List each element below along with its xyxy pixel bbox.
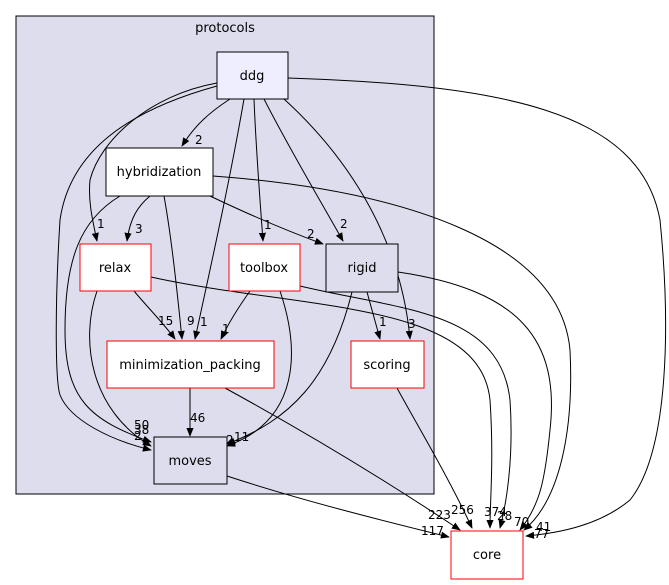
node-minimization-packing[interactable]: minimization_packing: [106, 340, 275, 389]
edge-label: 1: [200, 315, 208, 329]
edge-labels: 2 1 1 1 2 3 2 77 3 9 2 41 50 15 38 374 1…: [97, 133, 551, 541]
svg-text:toolbox: toolbox: [240, 261, 288, 276]
edge-label: 77: [534, 527, 549, 541]
edge-ddg-minpack: [193, 98, 245, 340]
node-scoring[interactable]: scoring: [350, 340, 425, 389]
edge-label: 2: [307, 227, 315, 241]
edges: [55, 77, 667, 539]
edge-label: 2: [195, 133, 203, 147]
edge-label: 11: [234, 430, 249, 444]
edge-rigid-moves: [226, 291, 353, 445]
edge-label: 374: [484, 505, 507, 519]
edge-hyb-moves: [64, 195, 152, 443]
edge-label: 41: [536, 520, 551, 534]
edge-label: 117: [421, 524, 444, 538]
node-relax[interactable]: relax: [79, 243, 152, 292]
node-hybridization[interactable]: hybridization: [105, 147, 214, 197]
svg-text:rigid: rigid: [347, 261, 376, 276]
edge-label: 2: [134, 429, 142, 443]
edge-label: 1: [222, 322, 230, 336]
edge-toolbox-minpack: [220, 290, 251, 340]
edge-label: 1: [97, 217, 105, 231]
svg-text:ddg: ddg: [240, 69, 265, 84]
edge-label: 9: [187, 314, 195, 328]
svg-text:relax: relax: [99, 261, 132, 276]
edge-label: 1: [264, 218, 272, 232]
edge-toolbox-core: [299, 285, 512, 529]
edge-label: 15: [158, 314, 173, 328]
edge-label: 1: [379, 315, 387, 329]
edge-relax-minpack: [133, 290, 176, 340]
edge-label: 223: [428, 508, 451, 522]
edge-hyb-minpack: [163, 195, 185, 340]
edge-label: 46: [190, 411, 205, 425]
edge-relax-moves: [89, 290, 152, 447]
svg-text:minimization_packing: minimization_packing: [119, 358, 261, 373]
node-moves[interactable]: moves: [153, 436, 228, 485]
node-core[interactable]: core: [450, 530, 524, 580]
edge-label: 28: [497, 509, 512, 523]
edge-label: 50: [134, 418, 149, 432]
edge-ddg-rigid: [263, 98, 344, 242]
edge-ddg-relax: [89, 82, 218, 242]
edge-hyb-relax: [124, 195, 151, 242]
edge-ddg-hybridization: [181, 98, 231, 147]
svg-text:scoring: scoring: [363, 358, 410, 373]
edge-label: 256: [451, 503, 474, 517]
edge-label: 70: [514, 515, 529, 529]
edge-minpack-core: [224, 387, 461, 531]
node-rigid[interactable]: rigid: [325, 243, 399, 293]
edge-ddg-moves: [55, 85, 218, 452]
edge-label: 3: [408, 317, 416, 331]
edge-hyb-core: [212, 175, 572, 531]
edge-rigid-scoring: [366, 291, 382, 340]
edge-hyb-rigid: [209, 195, 324, 245]
svg-text:core: core: [473, 548, 501, 563]
edge-relax-core: [150, 276, 494, 529]
edge-label: 2: [340, 217, 348, 231]
svg-text:moves: moves: [168, 454, 211, 469]
edge-ddg-core: [287, 77, 667, 539]
edge-rigid-core: [397, 271, 552, 531]
edge-moves-core: [226, 475, 450, 539]
edge-label: 2: [226, 433, 234, 447]
cluster-label: protocols: [195, 21, 255, 36]
node-toolbox[interactable]: toolbox: [228, 243, 301, 292]
edge-label: 38: [134, 423, 149, 437]
edge-scoring-core: [396, 387, 473, 529]
edge-ddg-toolbox: [253, 98, 266, 242]
edge-toolbox-moves: [226, 290, 292, 447]
svg-text:hybridization: hybridization: [117, 165, 202, 180]
node-ddg[interactable]: ddg: [216, 51, 289, 100]
edge-label: 3: [135, 222, 143, 236]
